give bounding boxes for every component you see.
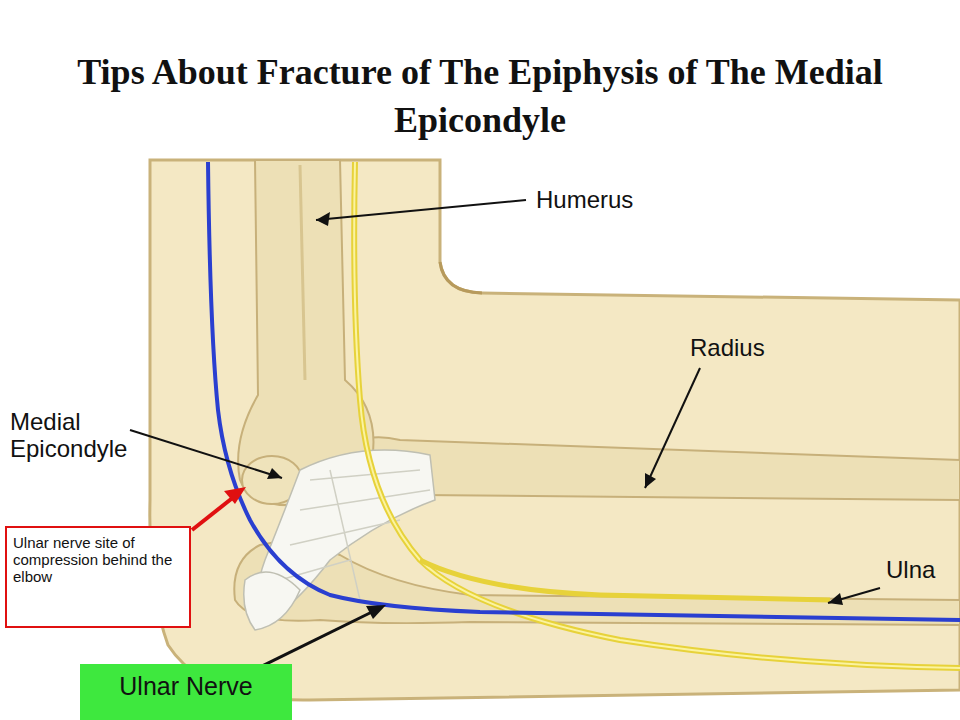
label-box: Ulnar Nerve (80, 664, 292, 720)
skin-outline (150, 160, 960, 700)
leader-arrow (250, 608, 380, 672)
node-text: Ulnar nerve site of compression behind t… (13, 534, 183, 585)
ulnar-nerve (208, 162, 960, 620)
part-label: Medial Epicondyle (10, 408, 160, 462)
leader-line (130, 430, 282, 478)
node-text: Ulnar Nerve (90, 672, 282, 701)
nerve (354, 162, 960, 668)
part-label: Humerus (536, 186, 633, 213)
diagram-title: Tips About Fracture of The Epiphysis of … (60, 48, 900, 144)
part-label: Ulna (886, 556, 935, 583)
callout-box: Ulnar nerve site of compression behind t… (5, 526, 191, 628)
leader-line (316, 200, 526, 220)
leader-line (645, 368, 700, 488)
part-label: Radius (690, 334, 765, 361)
